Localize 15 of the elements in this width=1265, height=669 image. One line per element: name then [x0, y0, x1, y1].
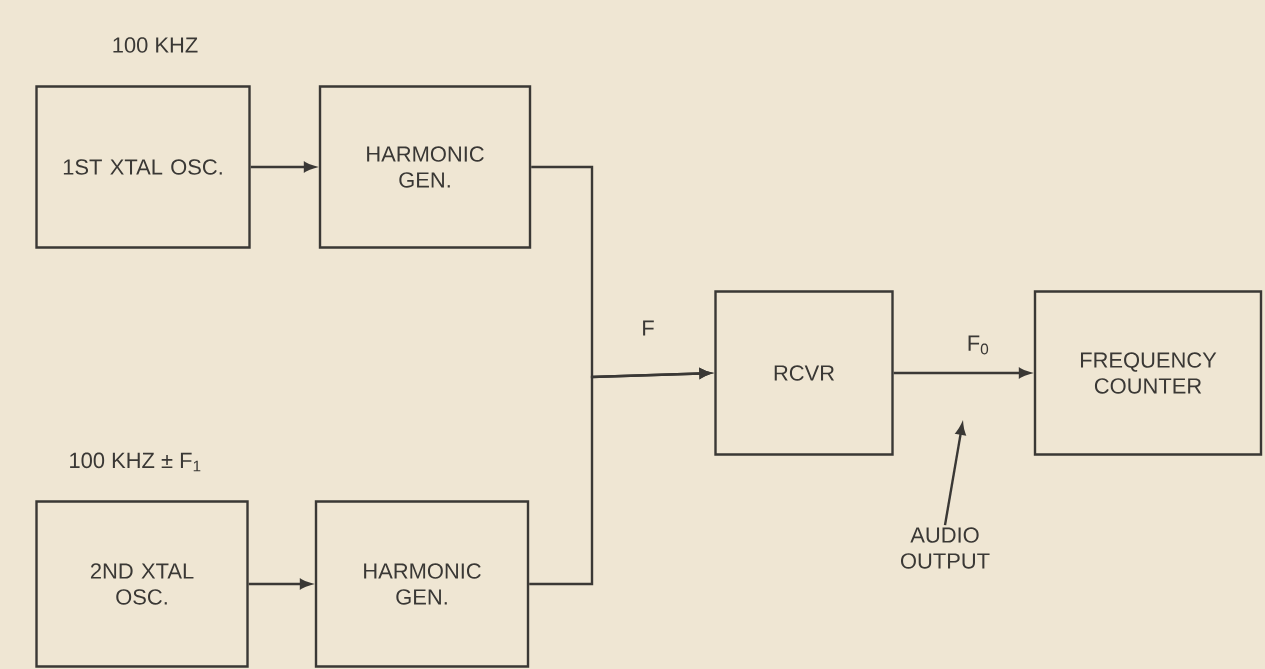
arrow [943, 423, 966, 526]
block-box: RCVR [714, 290, 894, 456]
output-label: AUDIO OUTPUT [901, 527, 990, 569]
block-box: HARMONIC GEN. [318, 85, 532, 249]
block-box: 2ND XTAL OSC. [35, 500, 249, 668]
frequency-label: 100 KHZ [113, 37, 198, 53]
block-box: HARMONIC GEN. [314, 500, 530, 668]
arrow [529, 368, 711, 586]
arrow [248, 578, 312, 590]
arrow [893, 367, 1031, 379]
edge-label: F [640, 319, 656, 337]
block-box: FREQUENCY COUNTER [1033, 290, 1263, 456]
block-box: 1ST XTAL OSC. [35, 85, 251, 249]
arrow [250, 161, 316, 173]
frequency-label: 100 KHZ ± F$_{1}$ [70, 452, 201, 472]
